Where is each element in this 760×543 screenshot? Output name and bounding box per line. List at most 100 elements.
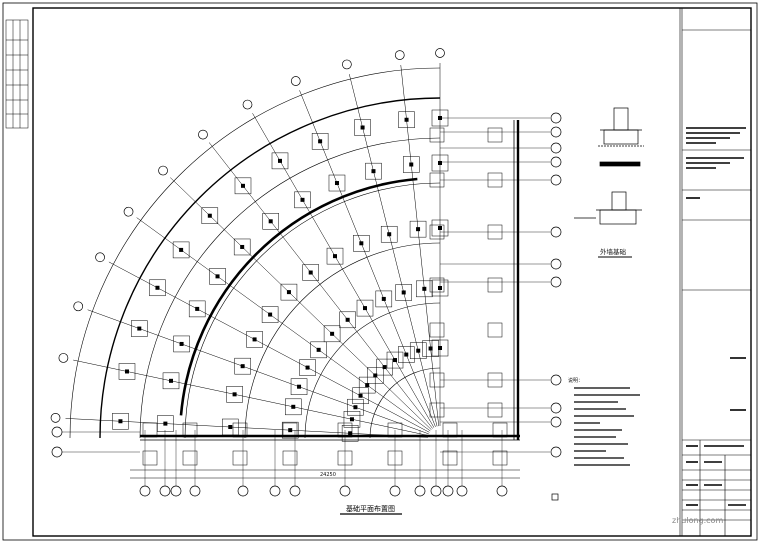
grid-arc — [139, 137, 441, 439]
column — [373, 373, 378, 378]
footing-pad — [492, 450, 508, 466]
column — [240, 183, 245, 188]
footing-pad — [487, 402, 503, 418]
grid-bubble — [456, 485, 468, 497]
column — [416, 348, 421, 353]
footing-pad — [431, 219, 449, 237]
column — [393, 358, 397, 363]
footing-pad — [112, 413, 129, 430]
column — [268, 312, 273, 317]
footing-pad — [234, 357, 251, 375]
column — [163, 421, 168, 426]
footing-pad — [285, 398, 302, 416]
column — [316, 347, 321, 352]
grid-bubble — [394, 50, 405, 60]
column — [300, 197, 305, 202]
radial-grid-line — [170, 177, 432, 430]
footing-pad — [226, 386, 243, 403]
grid-bubble — [550, 402, 562, 414]
column — [438, 161, 442, 165]
footing-pad — [280, 283, 298, 301]
column — [422, 286, 427, 291]
grid-bubble — [189, 485, 201, 497]
column — [416, 227, 421, 232]
footing-pad — [429, 127, 445, 143]
column — [291, 404, 296, 409]
north-marker — [551, 493, 559, 501]
footing-pad — [142, 450, 158, 466]
grid-bubble — [242, 99, 253, 110]
grid-bubble — [550, 374, 562, 386]
footing-pad — [188, 300, 206, 318]
grid-bubble — [237, 485, 249, 497]
footing-pad — [281, 421, 299, 439]
footing-pad — [395, 284, 412, 301]
title-block-text-lines — [686, 127, 746, 506]
footing-pad — [261, 306, 279, 323]
overall-dimension: 24250 — [320, 472, 336, 478]
grid-bubble — [414, 485, 426, 497]
grid-bubble — [51, 446, 63, 458]
column — [288, 428, 293, 433]
footing-pad — [429, 277, 445, 293]
column — [333, 254, 337, 259]
grid-bubble — [51, 426, 63, 438]
grid-bubble — [550, 416, 562, 428]
column — [297, 384, 302, 389]
grid-bubble — [550, 276, 562, 288]
footing-pad — [337, 422, 353, 438]
column — [137, 326, 142, 331]
footing-pad — [232, 450, 248, 466]
grid-bubble — [95, 252, 105, 263]
column — [387, 232, 392, 237]
column — [308, 270, 313, 275]
grid-bubble — [496, 485, 508, 497]
column — [381, 296, 386, 301]
footing-pad — [398, 346, 415, 363]
column — [371, 169, 376, 174]
footing-pad — [487, 322, 503, 338]
column — [359, 241, 364, 246]
grid-bubble — [550, 112, 562, 124]
radial-grid-line — [299, 90, 436, 427]
grid-arc — [184, 182, 441, 439]
column — [207, 213, 212, 218]
footing-pad — [262, 213, 279, 230]
footing-pad — [310, 341, 327, 359]
curved-wall — [179, 177, 418, 416]
footing-pad — [233, 238, 251, 256]
footing-pad — [356, 299, 374, 317]
grid-arc — [369, 367, 441, 439]
footing-pad — [326, 247, 344, 265]
footing-pad — [347, 398, 364, 416]
footing-pad — [149, 279, 166, 297]
watermark: zhulong.com — [672, 516, 723, 525]
column — [330, 331, 335, 336]
footing-pad — [323, 325, 341, 343]
footing-pad — [232, 422, 248, 438]
footing-pad — [429, 224, 445, 240]
footing-pad — [487, 172, 503, 188]
grid-arc — [99, 97, 441, 439]
footing-pad — [182, 422, 198, 438]
column — [124, 369, 129, 374]
grid-bubble — [442, 485, 454, 497]
grid-bubble — [139, 485, 151, 497]
footing-pad — [386, 351, 404, 369]
footing-pad — [282, 422, 298, 438]
footing-pad — [302, 264, 319, 281]
footing-pad — [487, 127, 503, 143]
grid-bubble — [159, 485, 171, 497]
column — [334, 181, 339, 186]
footing-pad — [487, 277, 503, 293]
grid-bubble — [290, 76, 301, 86]
grid-bubble — [550, 446, 562, 458]
footing-pad — [429, 322, 445, 338]
radial-grid-line — [136, 217, 431, 432]
column — [438, 286, 442, 290]
footing-pad — [409, 342, 427, 359]
footing-pad — [442, 450, 458, 466]
column — [195, 306, 200, 311]
footing-pad — [172, 241, 190, 259]
footing-pad — [131, 320, 148, 337]
